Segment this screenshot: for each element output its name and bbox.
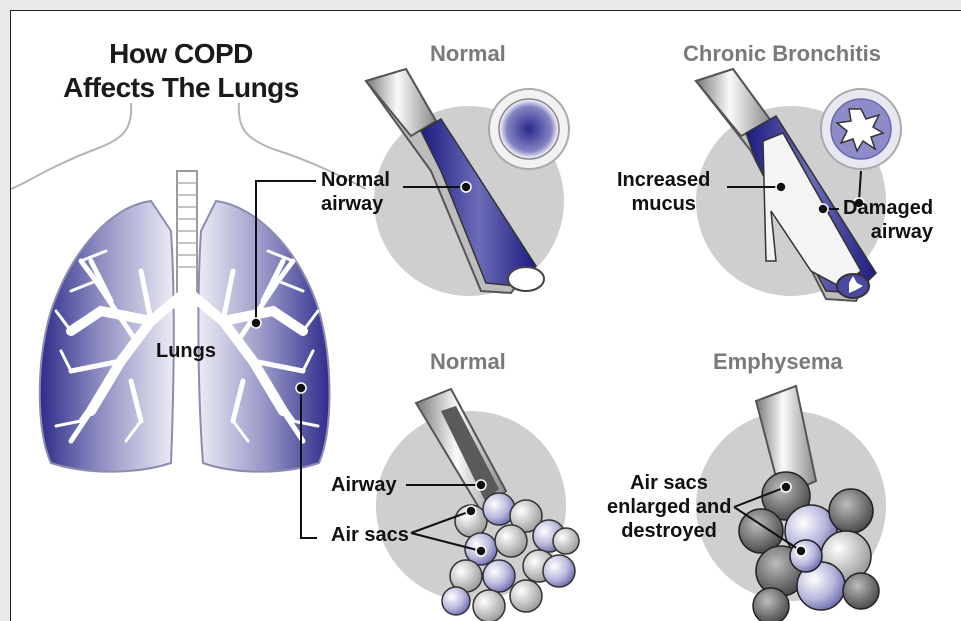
damaged-airway-label-line1: Damaged: [843, 196, 933, 220]
panel-title-chronic-bronchitis: Chronic Bronchitis: [683, 41, 881, 67]
lungs-illustration: [40, 171, 330, 472]
damaged-airway-label-line2: airway: [843, 220, 933, 244]
increased-mucus-label: Increased mucus: [617, 168, 710, 216]
left-lung: [40, 201, 174, 472]
emphysema-label-line3: destroyed: [607, 519, 731, 543]
panel-title-normal-top: Normal: [430, 41, 506, 67]
increased-mucus-label-line2: mucus: [617, 192, 710, 216]
panel-title-normal-bottom: Normal: [430, 349, 506, 375]
diagram-title: How COPD Affects The Lungs: [31, 37, 331, 105]
airway-label: Airway: [331, 473, 397, 497]
lungs-label: Lungs: [156, 339, 216, 363]
panel-title-emphysema: Emphysema: [713, 349, 843, 375]
normal-airway-label: Normal airway: [321, 168, 390, 216]
emphysema-label-line2: enlarged and: [607, 495, 731, 519]
emphysema-label-line1: Air sacs: [607, 471, 731, 495]
trachea: [177, 171, 197, 293]
damaged-airway-label: Damaged airway: [843, 196, 933, 244]
bronchitis-cross-section: [821, 89, 901, 169]
emphysema-air-sacs-label: Air sacs enlarged and destroyed: [607, 471, 731, 543]
normal-airway-label-line2: airway: [321, 192, 390, 216]
diagram-frame: How COPD Affects The Lungs Normal Chroni…: [10, 10, 961, 621]
normal-cross-section: [489, 89, 569, 169]
normal-airway-label-line1: Normal: [321, 168, 390, 192]
right-lung: [198, 201, 329, 472]
title-line-2: Affects The Lungs: [31, 71, 331, 105]
increased-mucus-label-line1: Increased: [617, 168, 710, 192]
air-sacs-label: Air sacs: [331, 523, 409, 547]
title-line-1: How COPD: [31, 37, 331, 71]
